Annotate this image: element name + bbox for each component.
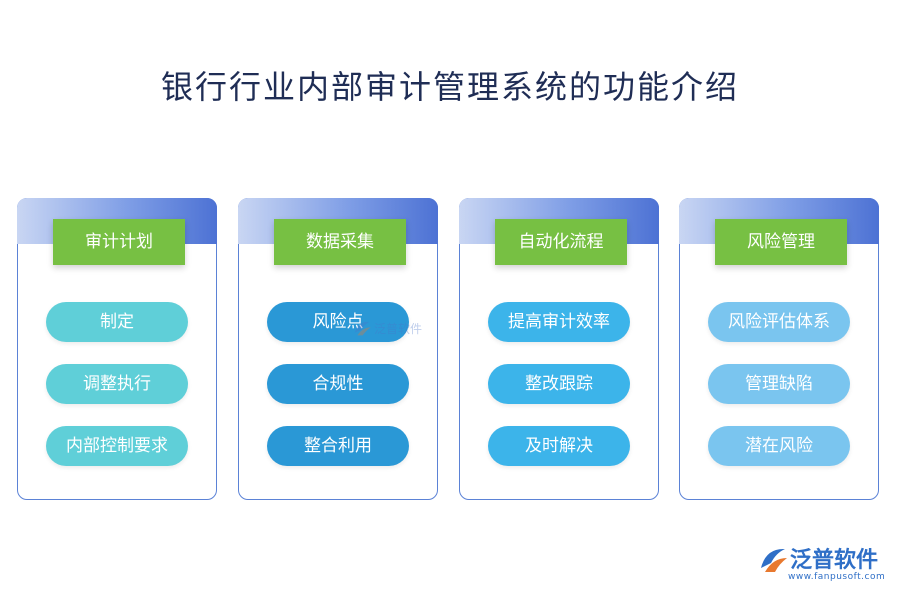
feature-item: 制定 xyxy=(46,302,188,342)
feature-item: 提高审计效率 xyxy=(488,302,630,342)
feature-item: 调整执行 xyxy=(46,364,188,404)
feature-item: 及时解决 xyxy=(488,426,630,466)
card-header-label: 数据采集 xyxy=(274,219,406,265)
brand-logo: 泛普软件 www.fanpusoft.com xyxy=(758,542,888,586)
feature-item: 内部控制要求 xyxy=(46,426,188,466)
feature-item: 潜在风险 xyxy=(708,426,850,466)
feature-card-data-collection: 数据采集 风险点 合规性 整合利用 xyxy=(238,198,438,500)
brand-name: 泛普软件 xyxy=(790,548,879,573)
fanpu-logo-icon xyxy=(761,548,787,572)
card-header-label: 自动化流程 xyxy=(495,219,627,265)
fanpu-logo-icon xyxy=(354,321,371,336)
feature-item: 合规性 xyxy=(267,364,409,404)
card-header-label: 风险管理 xyxy=(715,219,847,265)
feature-card-audit-plan: 审计计划 制定 调整执行 内部控制要求 xyxy=(17,198,217,500)
feature-item: 整合利用 xyxy=(267,426,409,466)
feature-card-risk-management: 风险管理 风险评估体系 管理缺陷 潜在风险 xyxy=(679,198,879,500)
feature-item: 管理缺陷 xyxy=(708,364,850,404)
feature-item: 风险评估体系 xyxy=(708,302,850,342)
watermark-logo: 泛普软件 xyxy=(352,318,422,342)
feature-card-automation: 自动化流程 提高审计效率 整改跟踪 及时解决 xyxy=(459,198,659,500)
feature-item: 风险点 xyxy=(267,302,409,342)
watermark-text: 泛普软件 xyxy=(374,322,423,336)
card-header-label: 审计计划 xyxy=(53,219,185,265)
brand-url: www.fanpusoft.com xyxy=(788,572,886,582)
page-title: 银行行业内部审计管理系统的功能介绍 xyxy=(160,68,739,106)
feature-item: 整改跟踪 xyxy=(488,364,630,404)
